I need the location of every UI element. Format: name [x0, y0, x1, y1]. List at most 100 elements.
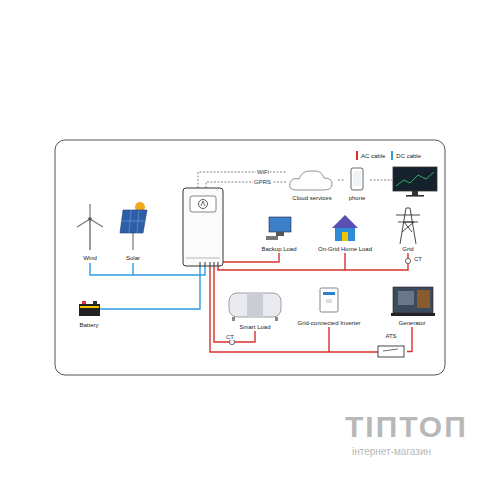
ct-label: CT — [413, 256, 423, 262]
ac-cable-part — [344, 253, 345, 270]
wind-turbine-part — [90, 219, 103, 227]
solar-panel-part — [137, 210, 139, 233]
smart-load-icon-part — [247, 293, 263, 317]
node-phone: phone — [345, 166, 369, 202]
grid-tower — [396, 208, 420, 244]
node-label: Battery — [72, 322, 106, 329]
generator-icon — [391, 287, 435, 316]
node-battery: Battery — [72, 300, 106, 329]
connector — [407, 327, 412, 352]
wind-turbine — [77, 204, 103, 250]
phone-icon-part — [351, 168, 363, 190]
solar-panel-part — [129, 210, 131, 233]
ats-contact — [383, 349, 398, 351]
node-generator: Generator — [387, 283, 437, 327]
wind-turbine-part — [89, 204, 90, 219]
wind-turbine-part — [88, 217, 91, 220]
legend: AC cable DC cable — [350, 151, 421, 160]
solar-panel-part — [120, 210, 147, 233]
node-grid-inverter: Grid-connected Inverter — [292, 286, 366, 327]
legend-text: DC cable — [396, 153, 421, 159]
label-gprs: GPRS — [253, 179, 272, 185]
label-wifi: WiFi — [256, 169, 270, 175]
node-cloud: Cloud services — [286, 166, 338, 202]
node-grid: Grid — [388, 205, 428, 253]
home-icon-part — [335, 228, 355, 241]
connector-line — [407, 327, 412, 352]
hybrid-inverter-part — [200, 262, 201, 266]
grid-tower-part — [400, 208, 416, 244]
generator-icon-part — [391, 313, 435, 316]
backup-load-icon-part — [269, 217, 291, 232]
dc-cable-part — [132, 263, 133, 275]
ac-cable-part — [328, 327, 329, 352]
node-label: Generator — [387, 320, 437, 327]
smart-load-icon-part — [275, 317, 278, 321]
grid-tie-inverter-icon — [320, 288, 338, 312]
node-label: ATS — [375, 333, 407, 340]
dc-cable-part — [100, 266, 200, 309]
comm-link-part — [198, 172, 286, 188]
battery-icon-part — [79, 304, 100, 316]
hybrid-inverter-part — [186, 258, 220, 259]
node-label: Grid — [388, 246, 428, 253]
dc-cable — [90, 263, 205, 309]
solar-panel — [120, 202, 147, 250]
backup-load-icon-part — [266, 236, 278, 240]
monitor-icon-part — [396, 172, 434, 186]
node-backup-load: Backup Load — [254, 214, 304, 253]
legend-swatch — [356, 151, 358, 160]
ct-sensor-part — [229, 339, 234, 344]
node-wind: Wind — [70, 202, 110, 262]
monitor-icon — [393, 167, 437, 197]
node-label: Cloud services — [286, 195, 338, 202]
backup-load-icon — [266, 217, 291, 240]
ac-cable-part — [223, 253, 279, 262]
phone-icon-part — [353, 171, 361, 186]
hybrid-inverter-part — [205, 262, 206, 266]
ac-cable-part — [210, 266, 378, 352]
legend-swatch — [391, 151, 393, 160]
node-label: Wind — [70, 255, 110, 262]
grid-tower-part — [396, 215, 420, 216]
ct-sensor-part — [405, 258, 410, 263]
wind-turbine-part — [89, 219, 91, 250]
generator-icon-part — [417, 290, 430, 308]
ac-cable — [210, 253, 408, 352]
hybrid-inverter-part — [199, 200, 208, 209]
hybrid-inverter-part — [190, 196, 216, 212]
wind-turbine-part — [77, 219, 90, 227]
legend-text: AC cable — [361, 153, 385, 159]
watermark-subtitle: інтернет-магазин — [352, 447, 431, 457]
grid-tie-inverter-icon-part — [323, 292, 335, 295]
connector-line — [338, 180, 345, 181]
watermark: ТІПТОП — [345, 412, 468, 442]
ac-cable-part — [218, 253, 408, 270]
backup-load-icon-part — [276, 232, 284, 236]
hybrid-inverter — [183, 188, 223, 266]
ats-switch — [378, 346, 404, 357]
node-label: Backup Load — [254, 246, 304, 253]
solar-panel-part — [121, 221, 145, 222]
battery-icon — [79, 301, 100, 316]
cloud-icon — [290, 171, 333, 190]
ct-label: CT — [225, 334, 235, 340]
node-home-load: On-Grid Home Load — [313, 212, 377, 253]
grid-tower-part — [402, 222, 414, 232]
node-label: Grid-connected Inverter — [292, 320, 366, 327]
node-label: Solar — [113, 255, 153, 262]
battery-icon-part — [82, 301, 86, 304]
hybrid-inverter-part — [210, 262, 211, 266]
monitor-icon-part — [412, 191, 418, 195]
phone-icon — [351, 168, 363, 190]
hybrid-inverter-part — [218, 262, 219, 266]
smart-load-icon-part — [229, 293, 281, 317]
hybrid-inverter-part — [214, 262, 215, 266]
smart-load-icon — [229, 293, 281, 321]
generator-icon-part — [393, 287, 433, 313]
node-solar: Solar — [113, 202, 153, 262]
node-label: On-Grid Home Load — [313, 246, 377, 253]
panel-frame — [55, 140, 445, 375]
smart-load-icon-part — [232, 317, 235, 321]
home-icon — [332, 215, 358, 241]
